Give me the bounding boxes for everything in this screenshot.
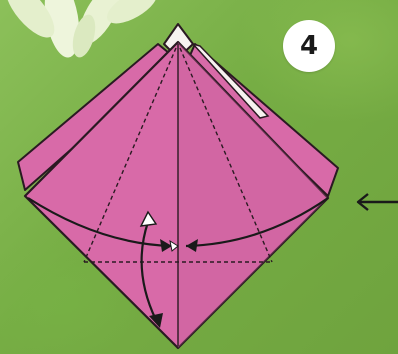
flower-icon [0,0,162,60]
step-number-badge: 4 [283,20,335,72]
step-number: 4 [300,31,318,61]
front-diamond [25,42,328,348]
push-arrow-icon [358,194,398,210]
